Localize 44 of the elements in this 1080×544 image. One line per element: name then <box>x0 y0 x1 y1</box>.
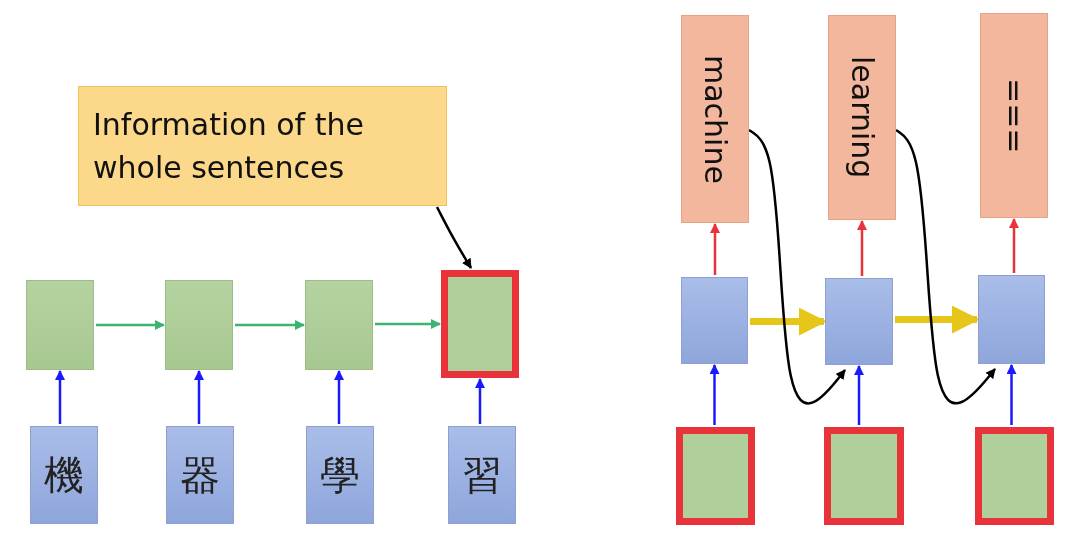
arrow <box>710 223 720 275</box>
arrow <box>854 365 864 425</box>
arrow <box>857 220 867 276</box>
encoder-state-box <box>824 427 904 525</box>
arrow <box>375 319 441 329</box>
word-label: machine <box>697 54 733 184</box>
input-token-box <box>30 426 98 524</box>
highlighted-state-box <box>441 270 519 378</box>
decoder-state-box <box>681 277 748 364</box>
arrow <box>750 307 827 336</box>
arrow <box>1009 218 1019 273</box>
leader-arrow <box>435 206 473 269</box>
character-label: 機 <box>44 450 84 500</box>
arrow <box>55 370 65 424</box>
decoder-state-box <box>825 278 893 365</box>
word-label: learning <box>844 56 880 179</box>
arrow <box>709 364 720 425</box>
input-token-box <box>448 426 516 524</box>
hidden-state-box <box>165 280 233 370</box>
arrow <box>475 378 485 424</box>
callout-text: Information of the whole sentences <box>93 105 365 187</box>
output-word-box <box>681 15 749 223</box>
encoder-state-box <box>975 427 1054 525</box>
arrow <box>96 320 165 330</box>
character-label: 器 <box>180 450 220 500</box>
arrow <box>194 370 204 424</box>
output-word-box <box>980 13 1048 218</box>
hidden-state-box <box>305 280 373 370</box>
arrow <box>1006 364 1017 425</box>
input-token-box <box>166 426 234 524</box>
word-label: === <box>996 77 1032 154</box>
arrow <box>748 128 846 405</box>
character-label: 學 <box>320 450 360 500</box>
character-label: 習 <box>462 450 502 500</box>
input-token-box <box>306 426 374 524</box>
arrow <box>235 320 305 330</box>
decoder-state-box <box>978 275 1045 364</box>
output-word-box <box>828 15 896 220</box>
hidden-state-box <box>26 280 94 370</box>
arrow <box>895 128 996 405</box>
arrow <box>334 370 344 424</box>
callout-box <box>78 86 447 206</box>
encoder-state-box <box>676 427 755 525</box>
arrow <box>895 305 980 334</box>
